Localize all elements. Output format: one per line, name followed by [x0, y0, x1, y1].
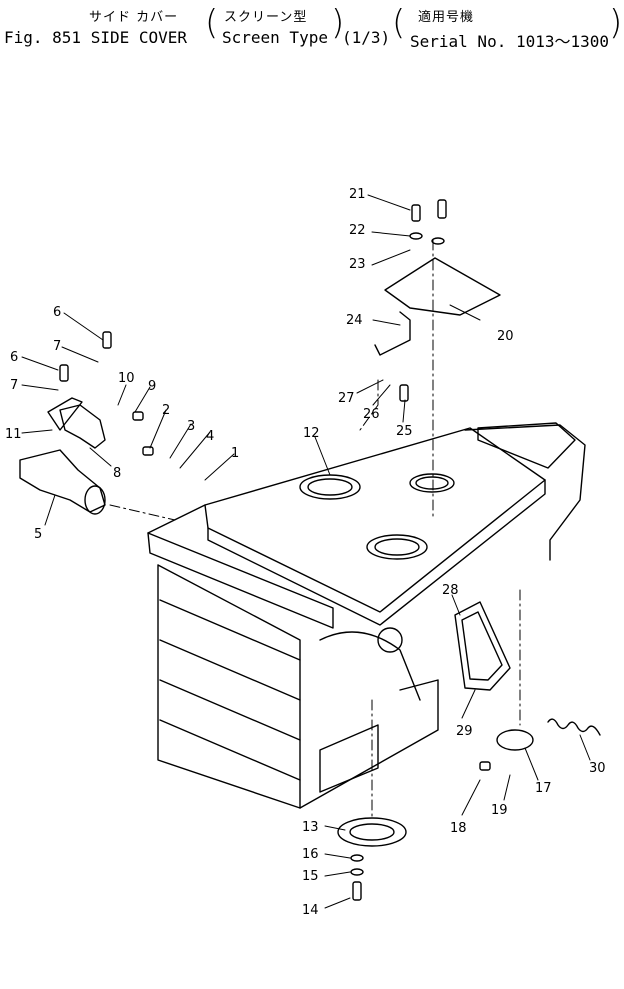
bracket-20 — [384, 257, 501, 316]
callout-7-upper: 7 — [53, 339, 61, 354]
callout-30: 30 — [589, 761, 606, 776]
callout-10: 10 — [118, 371, 135, 386]
side-bracket — [464, 424, 586, 561]
callout-24: 24 — [346, 313, 363, 328]
figure-header: サイド カバー Fig. 851 SIDE COVER ( スクリーン型 Scr… — [0, 0, 624, 64]
callout-20: 20 — [497, 329, 514, 344]
callout-14: 14 — [302, 903, 319, 918]
callout-21: 21 — [349, 187, 366, 202]
clamp-8 — [59, 404, 106, 449]
callout-2: 2 — [162, 403, 170, 418]
callout-17: 17 — [535, 781, 552, 796]
callout-3: 3 — [187, 419, 195, 434]
callout-7-lower: 7 — [10, 378, 18, 393]
callout-22: 22 — [349, 223, 366, 238]
page-indicator: (1/3) — [342, 28, 391, 47]
side-cover-top — [204, 427, 546, 613]
callout-27: 27 — [338, 391, 355, 406]
gasket-28 — [454, 601, 511, 691]
paren-open-serial: ( — [392, 3, 406, 43]
callout-13: 13 — [302, 820, 319, 835]
callout-6-lower: 6 — [10, 350, 18, 365]
callout-8: 8 — [113, 466, 121, 481]
spring-30 — [547, 718, 601, 736]
callout-9: 9 — [148, 379, 156, 394]
callout-6-upper: 6 — [53, 305, 61, 320]
serial-range: Serial No. 1013～1300 — [410, 32, 610, 51]
callout-28: 28 — [442, 583, 459, 598]
side-cover-front-panel — [147, 532, 334, 629]
paren-close: ) — [331, 3, 345, 43]
callout-18: 18 — [450, 821, 467, 836]
callout-12: 12 — [303, 426, 320, 441]
callout-1: 1 — [231, 446, 239, 461]
arm-5 — [19, 449, 106, 513]
callout-15: 15 — [302, 869, 319, 884]
type-japanese: スクリーン型 — [224, 10, 308, 25]
title-japanese: サイド カバー — [89, 10, 179, 25]
bracket-24 — [374, 311, 411, 356]
callout-4: 4 — [206, 429, 214, 444]
callout-26: 26 — [363, 407, 380, 422]
callout-16: 16 — [302, 847, 319, 862]
paren-open: ( — [205, 3, 219, 43]
hole-upper — [409, 473, 455, 493]
callout-25: 25 — [396, 424, 413, 439]
paren-close-serial: ) — [609, 3, 623, 43]
figure-title: Fig. 851 SIDE COVER — [4, 28, 188, 47]
callout-11: 11 — [5, 427, 22, 442]
callout-29: 29 — [456, 724, 473, 739]
callout-23: 23 — [349, 257, 366, 272]
callout-5: 5 — [34, 527, 42, 542]
screen-type: Screen Type — [222, 28, 328, 47]
callout-19: 19 — [491, 803, 508, 818]
ring-13 — [337, 817, 407, 847]
serial-japanese: 適用号機 — [418, 10, 475, 25]
hole-center — [366, 534, 428, 560]
plate-17 — [496, 729, 534, 751]
